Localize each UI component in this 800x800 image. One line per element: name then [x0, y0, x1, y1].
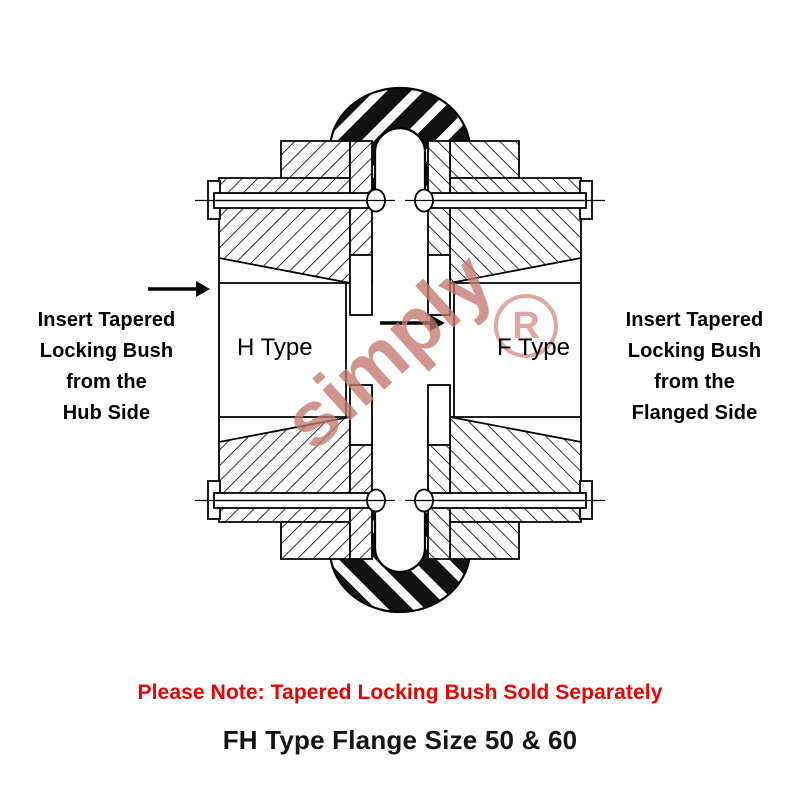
left-note-line-4: Hub Side — [62, 402, 151, 424]
left-note-line-3: from the — [66, 371, 147, 393]
left-note-line-1: Insert Tapered — [37, 309, 176, 331]
bolt-upper-left — [195, 188, 395, 213]
hub-flange-left — [207, 140, 373, 560]
bolt-lower-left — [195, 488, 395, 513]
right-note-line-2: Locking Bush — [627, 340, 762, 362]
left-note-line-2: Locking Bush — [39, 340, 174, 362]
label-h-type: H Type — [237, 334, 313, 361]
right-note-line-4: Flanged Side — [631, 402, 758, 424]
center-insertion-arrow — [380, 315, 445, 331]
left-annotation-note: Insert Tapered Locking Bush from the Hub… — [4, 305, 209, 429]
bolt-upper-right — [405, 188, 605, 213]
right-annotation-note: Insert Tapered Locking Bush from the Fla… — [592, 305, 797, 429]
label-f-type: F Type — [497, 334, 570, 361]
bolt-lower-right — [405, 488, 605, 513]
hub-flange-right — [427, 140, 593, 560]
sold-separately-note: Please Note: Tapered Locking Bush Sold S… — [137, 681, 663, 704]
product-title-caption: FH Type Flange Size 50 & 60 — [222, 725, 578, 755]
left-insertion-arrow — [148, 281, 210, 297]
right-note-line-1: Insert Tapered — [625, 309, 764, 331]
right-note-line-3: from the — [654, 371, 735, 393]
